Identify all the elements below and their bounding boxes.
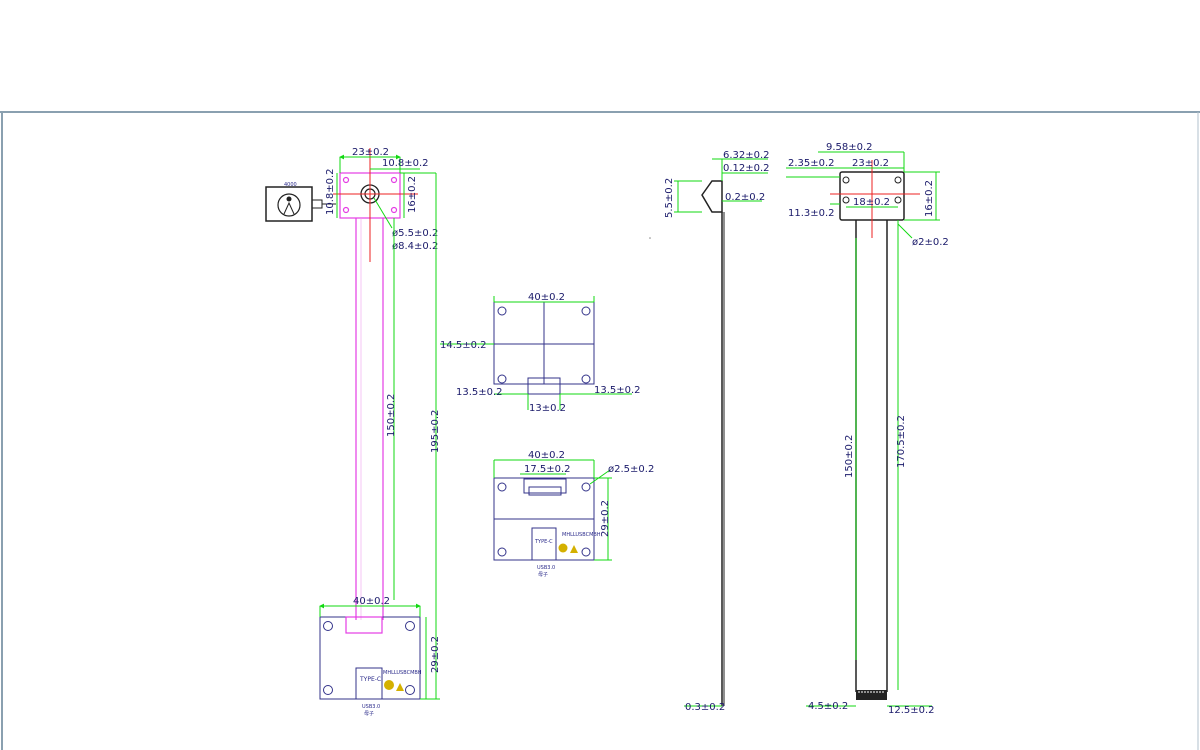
left-board-outline [319, 616, 421, 700]
inset-symbol: 4000 [265, 182, 336, 222]
left-connector-label: TYPE-C [359, 676, 381, 683]
left-usb-sub-label: 母子 [364, 710, 374, 717]
side-top-step: 0.12±0.2 [723, 163, 770, 174]
mid-bottom-height: 29±0.2 [600, 500, 611, 537]
left-top-height: 10.8±0.2 [325, 168, 336, 215]
right-connector-left: 4.5±0.2 [808, 701, 848, 712]
middle-top-view: 40±0.2 14.5±0.2 13.5±0.2 13.5±0.2 13±0.2 [440, 292, 641, 414]
left-top-height-right: 16±0.2 [407, 176, 418, 213]
mid-connector-label: TYPE-C [534, 539, 553, 545]
right-connector-width: 12.5±0.2 [888, 705, 935, 716]
right-connector [856, 690, 887, 700]
right-view: 9.58±0.2 2.35±0.2 23±0.2 16±0.2 18±0.2 1… [786, 142, 949, 716]
left-board-height: 29±0.2 [430, 636, 441, 673]
left-usb-label: USB3.0 [362, 704, 380, 710]
mid-top-height-mark: 14.5±0.2 [440, 340, 487, 351]
mid-top-left-offset: 13.5±0.2 [456, 387, 503, 398]
mid-top-width: 40±0.2 [528, 292, 565, 303]
side-view: 6.32±0.2 0.12±0.2 0.2±0.2 5.5±0.2 0.3±0.… [649, 150, 770, 713]
left-board-note: MHLLUSBCMBH [383, 670, 422, 676]
left-view: 4000 TYPE-C MHLLUSBCMBH USB3.0 母子 [265, 147, 441, 717]
left-top-width: 23±0.2 [352, 147, 389, 158]
side-top-total: 6.32±0.2 [723, 150, 770, 161]
mid-bottom-width: 40±0.2 [528, 450, 565, 461]
mid-usb-sub-label: 母子 [538, 571, 548, 578]
right-hole-offset: 11.3±0.2 [788, 208, 835, 219]
left-lens-outer: ø8.4±0.2 [392, 241, 438, 252]
right-head-height: 16±0.2 [924, 180, 935, 217]
side-height: 5.5±0.2 [664, 178, 675, 218]
drawing-frame [0, 111, 1200, 750]
inset-label: 4000 [284, 182, 297, 188]
left-total-length: 195±0.2 [430, 410, 441, 453]
side-thickness: 0.3±0.2 [685, 702, 725, 713]
right-cable-length: 150±0.2 [844, 435, 855, 478]
side-lens-depth: 0.2±0.2 [725, 192, 765, 203]
right-offset: 2.35±0.2 [788, 158, 835, 169]
mid-top-tab-width: 13±0.2 [529, 403, 566, 414]
mid-board-note: MHLLUSBCMBH [562, 532, 601, 538]
right-head-width: 23±0.2 [852, 158, 889, 169]
mid-bottom-hole-dia: ø2.5±0.2 [608, 464, 654, 475]
right-hole-pitch: 18±0.2 [853, 197, 890, 208]
left-lens-inner: ø5.5±0.2 [392, 228, 438, 239]
left-board-width: 40±0.2 [353, 596, 390, 607]
mid-usb-label: USB3.0 [537, 565, 555, 571]
right-total-length: 170.5±0.2 [896, 415, 907, 468]
left-hole-pitch: 10.8±0.2 [382, 158, 429, 169]
left-cable-length: 150±0.2 [386, 394, 397, 437]
right-hole-dia: ø2±0.2 [912, 237, 949, 248]
mid-bottom-connector-width: 17.5±0.2 [524, 464, 571, 475]
side-lens-profile [701, 180, 723, 213]
middle-bottom-view: TYPE-C MHLLUSBCMBH USB3.0 母子 40±0.2 17.5… [493, 450, 654, 578]
right-overall-width: 9.58±0.2 [826, 142, 873, 153]
mid-top-right-offset: 13.5±0.2 [594, 385, 641, 396]
